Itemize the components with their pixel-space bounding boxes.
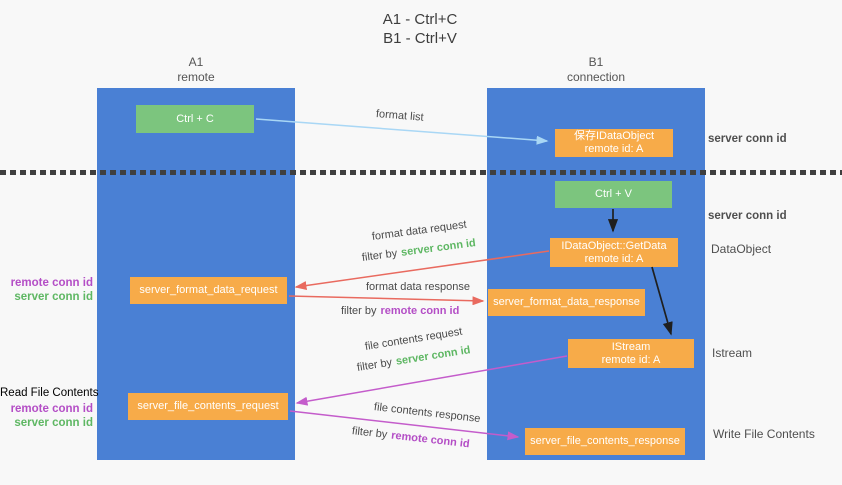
node-istream-line1: IStream <box>611 340 651 353</box>
node-file-response-label: server_file_contents_response <box>530 435 680 447</box>
filter-by-text: filter by <box>361 247 398 264</box>
remote-conn-id-left-2: remote conn id <box>10 403 93 415</box>
format-data-response-label: format data response <box>366 281 470 293</box>
server-conn-id-left-2: server conn id <box>14 417 93 429</box>
node-save-idataobject-line1: 保存IDataObject <box>573 130 655 142</box>
session-divider-dotted-line <box>0 170 842 175</box>
remote-conn-id-text: remote conn id <box>390 429 471 451</box>
istream-label: Istream <box>712 346 753 360</box>
remote-conn-id-left-1: remote conn id <box>10 277 93 289</box>
node-server-format-data-response: server_format_data_response <box>488 289 645 316</box>
node-format-response-label: server_format_data_response <box>493 296 640 308</box>
dataobject-label: DataObject <box>711 242 772 256</box>
left-conn-id-group-1: remote conn id server conn id <box>0 276 93 304</box>
node-idataobject-getdata: IDataObject::GetData remote id: A <box>550 238 678 267</box>
server-conn-id-right-mid: server conn id <box>708 210 787 222</box>
node-file-request-label: server_file_contents_request <box>137 400 279 412</box>
filter-by-text: filter by <box>356 356 393 374</box>
lane-a1-role: remote <box>177 70 215 84</box>
remote-conn-id-text: remote conn id <box>380 305 460 317</box>
left-conn-id-group-2: remote conn id server conn id <box>0 402 93 430</box>
format-list-label: format list <box>375 108 425 124</box>
lane-b1-name: B1 <box>588 55 604 69</box>
server-conn-id-text: server conn id <box>400 237 477 259</box>
lane-b1-role: connection <box>566 70 626 84</box>
server-conn-id-text: server conn id <box>395 344 472 368</box>
lane-a1-name: A1 <box>188 55 204 69</box>
title-line-1: A1 - Ctrl+C <box>382 11 458 28</box>
node-save-idataobject-line2: remote id: A <box>584 143 644 155</box>
node-getdata-line1: IDataObject::GetData <box>561 239 667 252</box>
read-file-contents-label: Read File Contents <box>0 387 99 399</box>
node-server-format-data-request: server_format_data_request <box>130 277 287 304</box>
server-conn-id-right-top: server conn id <box>708 133 787 145</box>
node-getdata-line2: remote id: A <box>584 252 644 265</box>
node-istream: IStream remote id: A <box>568 339 694 368</box>
node-ctrl-c: Ctrl + C <box>136 105 254 133</box>
node-server-file-contents-request: server_file_contents_request <box>128 393 288 420</box>
lane-header-a1: A1 remote <box>97 55 295 85</box>
write-file-contents-label: Write File Contents <box>713 427 815 441</box>
node-save-idataobject: 保存IDataObject remote id: A <box>555 129 673 157</box>
node-server-file-contents-response: server_file_contents_response <box>525 428 685 455</box>
node-istream-line2: remote id: A <box>601 353 661 366</box>
filter-by-text: filter by <box>341 305 377 317</box>
title-line-2: B1 - Ctrl+V <box>383 30 457 47</box>
diagram-title: A1 - Ctrl+C B1 - Ctrl+V <box>320 10 520 48</box>
node-ctrl-v-label: Ctrl + V <box>595 188 632 200</box>
node-ctrl-c-label: Ctrl + C <box>176 112 214 125</box>
lane-header-b1: B1 connection <box>487 55 705 85</box>
node-format-request-label: server_format_data_request <box>139 284 278 296</box>
filter-by-text: filter by <box>351 425 388 441</box>
server-conn-id-left-1: server conn id <box>14 291 93 303</box>
file-contents-response-label: file contents response <box>373 401 482 426</box>
format-data-response-arrow <box>288 295 485 306</box>
node-ctrl-v: Ctrl + V <box>555 181 672 208</box>
